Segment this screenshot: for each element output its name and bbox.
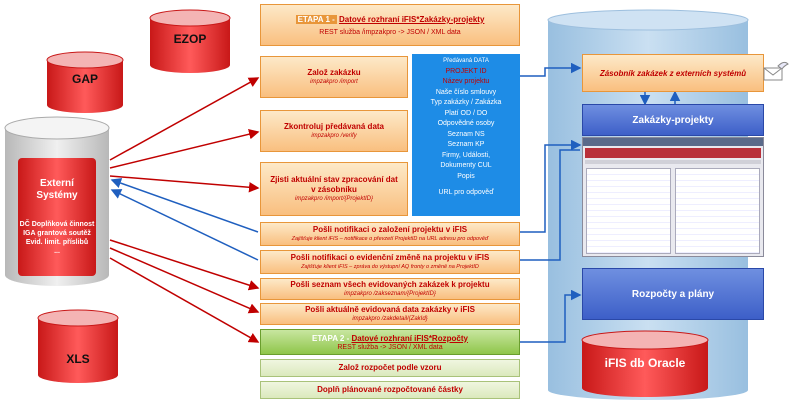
external-orders-stack: Zásobník zakázek z externích systémů <box>582 54 764 92</box>
stage2-prefix: ETAPA 2 - <box>312 333 350 343</box>
stack-label: Zásobník zakázek z externích systémů <box>599 68 747 78</box>
data-panel-item: Naše číslo smlouvy <box>435 88 497 96</box>
data-panel-item: Dokumenty CUL <box>440 162 492 169</box>
notification-sub: Zajišťuje klient iFIS – notifikace o pře… <box>291 236 489 242</box>
data-panel-red-item: PROJEKT ID <box>445 67 487 75</box>
projects-module: Zakázky-projekty <box>582 104 764 136</box>
step-title: Založ zakázku <box>307 68 361 77</box>
data-panel-item: Seznam NS <box>447 130 485 138</box>
data-panel-red-item: Název projektu <box>442 78 490 85</box>
stage1-header: ETAPA 1 - Datové rozhraní iFIS*Zakázky-p… <box>260 4 520 46</box>
request-arrows <box>109 77 260 343</box>
step-title: Zjisti aktuální stav zpracování dat v zá… <box>270 175 398 194</box>
app-screenshot-thumbnail <box>582 137 764 257</box>
create-budget: Založ rozpočet podle vzoru <box>260 359 520 377</box>
notification-sub: impzakpro /zakseznam/{ProjektID} <box>344 291 436 297</box>
data-panel-item: Seznam KP <box>447 141 485 148</box>
notification-sub: impzakpro /zakdetail/{ZakId} <box>352 316 428 322</box>
envelope-bird-icon <box>760 60 790 86</box>
response-arrows <box>110 62 681 343</box>
external-item: IGA grantová soutěž <box>23 230 91 237</box>
notification-title: Pošli notifikaci o založení projektu v i… <box>312 225 468 234</box>
notification-sub: Zajišťuje klient iFIS – zpráva do výstup… <box>301 264 479 270</box>
data-panel-item: Odpovědné osoby <box>437 120 495 127</box>
gap-database <box>46 51 124 113</box>
notify-project-created: Pošli notifikaci o založení projektu v i… <box>260 222 520 246</box>
external-item: ... <box>54 248 60 255</box>
data-panel-item: Typ zakázky / Zakázka <box>430 99 502 106</box>
stage1-prefix: ETAPA 1 - <box>295 15 337 24</box>
oracle-database <box>581 330 709 397</box>
external-item: DČ Doplňková činnost <box>19 221 95 228</box>
budgets-module: Rozpočty a plány <box>582 268 764 320</box>
step-endpoint: impzakpro /import <box>310 79 358 85</box>
stage2-step: Založ rozpočet podle vzoru <box>338 363 442 372</box>
step-create-order: Založ zakázku impzakpro /import <box>260 56 408 98</box>
data-panel-heading: Předávaná DATA <box>443 58 489 64</box>
stage2-step: Doplň plánované rozpočtované částky <box>317 385 463 394</box>
data-panel-item: Platí OD / DO <box>444 109 488 117</box>
data-panel-item: Firmy, Události, <box>441 151 491 159</box>
external-systems-list: DČ Doplňková činnost IGA grantová soutěž… <box>18 220 96 256</box>
notification-title: Pošli seznam všech evidovaných zakázek k… <box>290 280 490 289</box>
step-endpoint: impzakpro /import/{ProjektID} <box>294 196 374 202</box>
stage1-title: Datové rozhraní iFIS*Zakázky-projekty <box>339 15 485 24</box>
notification-title: Pošli aktuálně evidovaná data zakázky v … <box>305 305 475 314</box>
external-item: Evid. limit. příslibů <box>25 239 89 246</box>
send-order-detail: Pošli aktuálně evidovaná data zakázky v … <box>260 303 520 325</box>
stage2-header: ETAPA 2 - Datové rozhraní iFIS*Rozpočty … <box>260 329 520 355</box>
oracle-label: iFIS db Oracle <box>604 356 686 370</box>
step-title: Zkontroluj předávaná data <box>283 122 385 131</box>
fill-budget-amounts: Doplň plánované rozpočtované částky <box>260 381 520 399</box>
stage2-subtitle: REST služba -> JSON / XML data <box>337 343 443 351</box>
notify-project-change: Pošli notifikaci o evidenční změně na pr… <box>260 250 520 274</box>
xls-database <box>37 309 119 383</box>
send-order-list: Pošli seznam všech evidovaných zakázek k… <box>260 278 520 300</box>
xls-label: XLS <box>66 352 90 366</box>
external-systems-label: Externí Systémy <box>36 178 78 201</box>
gap-label: GAP <box>71 72 98 86</box>
stage2-title: Datové rozhraní iFIS*Rozpočty <box>351 333 468 343</box>
budgets-label: Rozpočty a plány <box>631 288 715 300</box>
data-panel-item: Popis <box>457 172 475 180</box>
transferred-data-panel: Předávaná DATA PROJEKT ID Název projektu… <box>412 54 520 216</box>
step-verify-data: Zkontroluj předávaná data impzakpro /ver… <box>260 110 408 152</box>
external-systems-database <box>4 116 110 286</box>
ezop-database <box>149 9 231 73</box>
projects-label: Zakázky-projekty <box>632 114 714 126</box>
data-panel-footer: URL pro odpověď <box>438 189 494 196</box>
step-endpoint: impzakpro /verify <box>311 133 357 139</box>
stage1-subtitle: REST služba /impzakpro -> JSON / XML dat… <box>319 29 461 36</box>
step-check-status: Zjisti aktuální stav zpracování dat v zá… <box>260 162 408 216</box>
notification-title: Pošli notifikaci o evidenční změně na pr… <box>290 253 490 262</box>
ezop-label: EZOP <box>173 32 207 46</box>
